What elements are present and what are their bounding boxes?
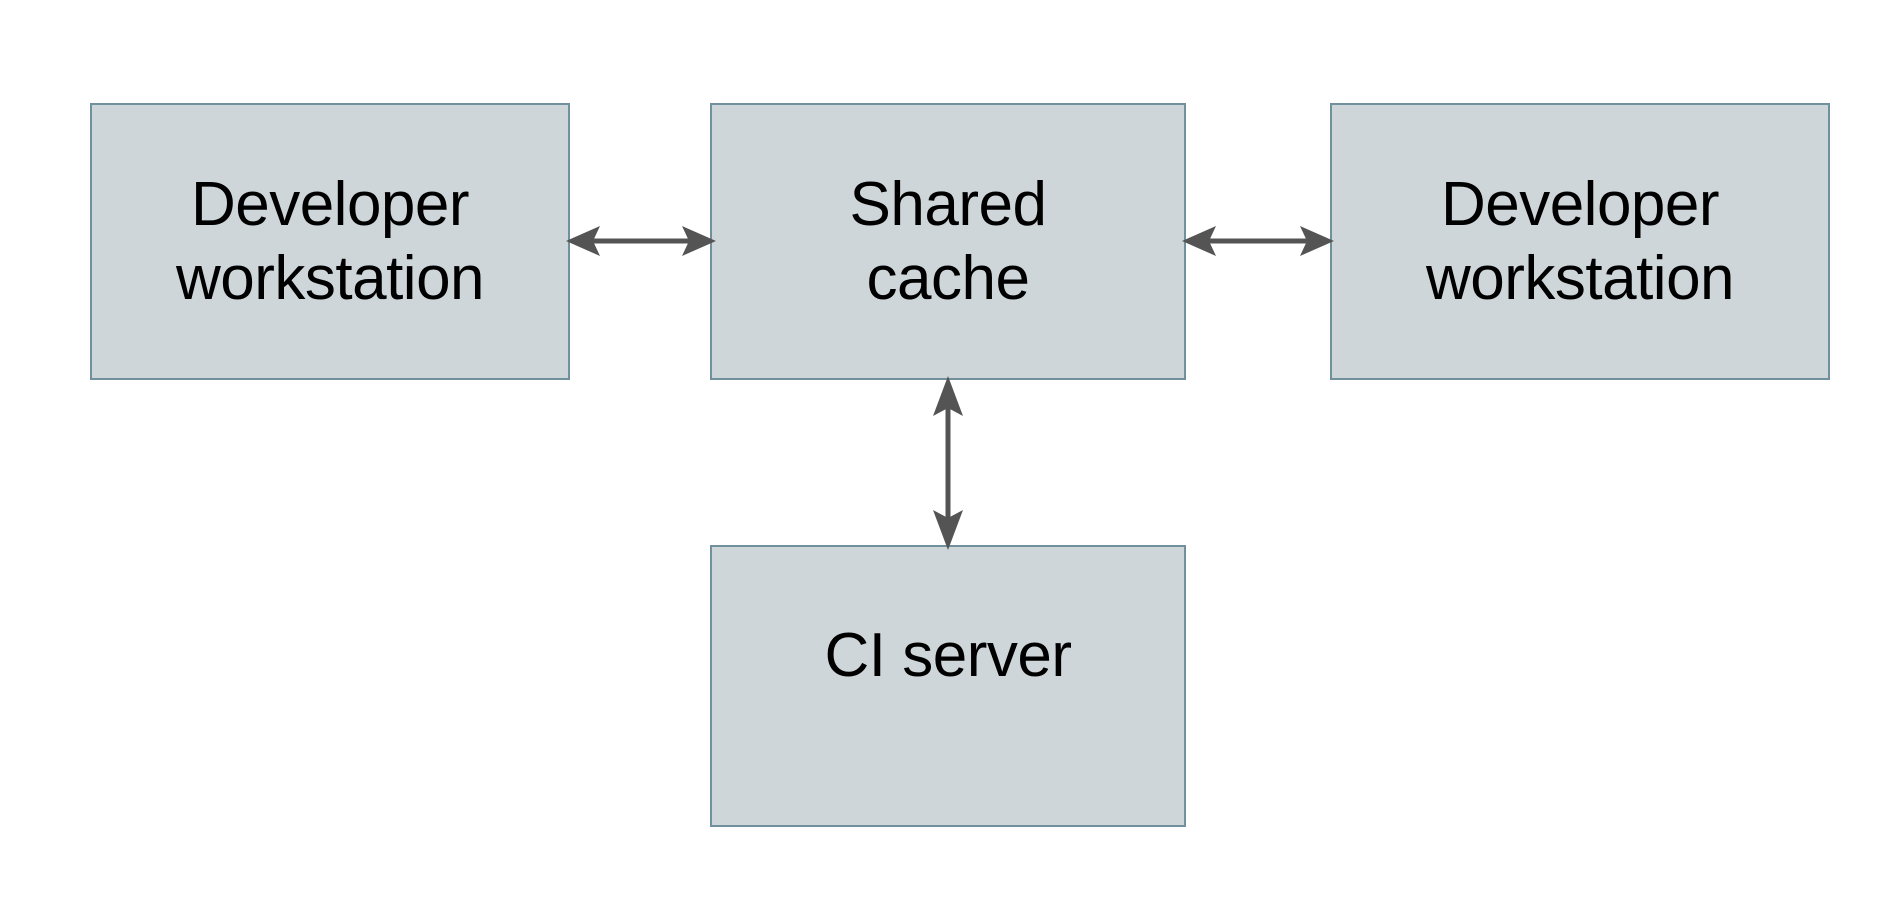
node-label: CI server (824, 621, 1072, 690)
connector-dev-left-to-shared-cache[interactable] (566, 214, 716, 268)
connector-shared-cache-to-dev-right[interactable] (1182, 214, 1334, 268)
node-label: Developer workstation (1425, 170, 1735, 313)
double-arrow-horizontal-icon (1182, 226, 1334, 256)
connector-shared-cache-to-ci-server[interactable] (918, 376, 978, 550)
node-shared-cache[interactable]: Shared cache (710, 103, 1186, 380)
node-developer-workstation-left[interactable]: Developer workstation (90, 103, 570, 380)
double-arrow-vertical-icon (933, 376, 963, 550)
node-label: Shared cache (849, 170, 1047, 313)
node-label: Developer workstation (175, 170, 485, 313)
node-ci-server[interactable]: CI server (710, 545, 1186, 827)
double-arrow-horizontal-icon (566, 226, 716, 256)
node-developer-workstation-right[interactable]: Developer workstation (1330, 103, 1830, 380)
